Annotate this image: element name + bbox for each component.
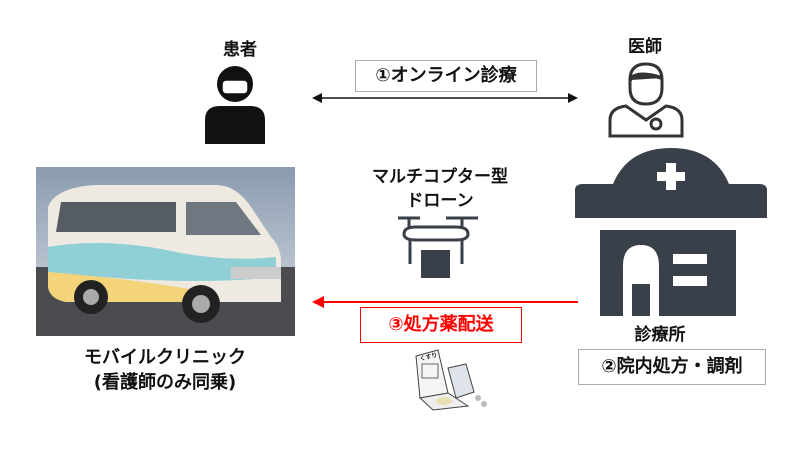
mobile-clinic-van-photo: [36, 167, 295, 336]
patient-label: 患者: [223, 40, 257, 60]
drone-icon: [398, 216, 478, 278]
patient-icon: [205, 66, 265, 144]
online-consult-box: ①オンライン診療: [355, 60, 537, 92]
mobile-clinic-label: モバイルクリニック: [84, 347, 246, 368]
drone-label-line1: マルチコプター型: [372, 167, 508, 187]
nurse-only-note: (看護師のみ同乗): [93, 372, 237, 393]
doctor-icon: [608, 62, 684, 138]
drug-delivery-box: ③処方薬配送: [360, 307, 522, 343]
clinic-building-icon: [575, 148, 767, 316]
clinic-label: 診療所: [634, 325, 686, 345]
medicine-pack-icon: [415, 349, 487, 411]
delivery-arrow: [312, 296, 578, 308]
drone-label-line2: ドローン: [406, 191, 474, 211]
doctor-label: 医師: [628, 37, 662, 57]
online-double-arrow: [312, 93, 578, 103]
in-clinic-dispensing-box: ②院内処方・調剤: [578, 349, 766, 385]
